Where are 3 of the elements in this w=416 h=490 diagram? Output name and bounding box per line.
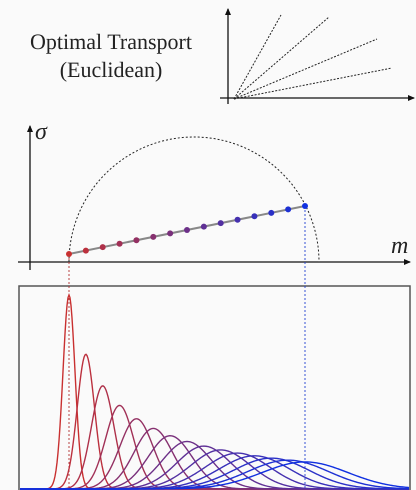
- axis-label: σ: [35, 120, 47, 144]
- axis-label: m: [391, 234, 408, 258]
- diagram-title: Optimal Transport (Euclidean): [29, 28, 193, 84]
